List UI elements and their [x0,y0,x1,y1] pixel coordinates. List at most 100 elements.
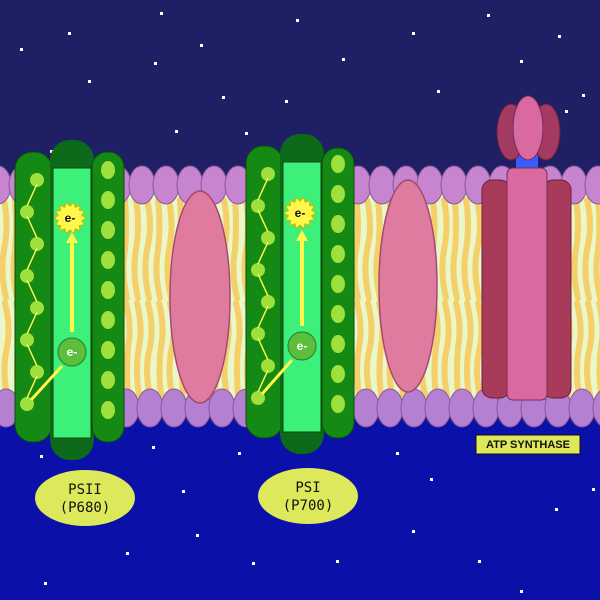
lipid-tail [364,300,375,398]
star [520,590,523,593]
lipid-tail [464,300,474,398]
pigment-dot [251,391,265,405]
psii-electron-arrowhead [66,232,78,243]
psi-right-pigments [331,155,345,413]
star [430,478,433,481]
lipid-tail [362,197,373,301]
lipid-head [448,388,476,428]
star [285,100,288,103]
pigment-dot [261,359,275,373]
lipid-tail [164,197,175,301]
pigment-dot [331,275,345,293]
pigment-dot [331,185,345,203]
pigment-dot [101,371,115,389]
star [20,48,23,51]
transfer-arrow [257,209,269,233]
transfer-arrow-to-reaction-center [260,359,294,395]
psi-energy-transfer-arrows [257,177,294,395]
photosystem-ii: e- e- [14,140,125,460]
star [40,455,43,458]
pigment-dot [331,395,345,413]
star [126,552,129,555]
transfer-arrow [257,273,269,297]
lipid-tail [230,197,240,301]
lipid-head [584,165,600,205]
star [478,560,481,563]
lipid-tail [593,197,600,301]
transfer-arrow [26,183,38,207]
star [487,14,490,17]
transfer-arrow [257,337,269,361]
lipid-tail [472,197,483,301]
lipid-tail [142,197,153,301]
atp-synthase [481,95,572,401]
lipid-head [400,388,428,428]
pigment-dot [101,191,115,209]
pigment-dot [101,281,115,299]
pigment-dot [331,365,345,383]
lipid-head [160,388,188,428]
star [252,562,255,565]
lipid-tail [373,197,383,301]
transfer-arrow [257,305,269,329]
pigment-dot [20,397,34,411]
lipid-tail [134,300,144,398]
star [558,35,561,38]
star [520,60,523,63]
star [238,452,241,455]
psi-left-column [245,145,284,439]
pigment-dot [30,173,44,187]
psi-left-pigments [251,167,275,405]
pigment-dot [331,335,345,353]
star [245,132,248,135]
pigment-dot [261,231,275,245]
lipid-tail [0,197,10,301]
transfer-arrow [257,369,269,393]
transfer-arrow [26,279,38,303]
star [182,490,185,493]
star [582,94,585,97]
star [412,530,415,533]
pigment-dot [20,333,34,347]
pigment-dot [101,221,115,239]
lipid-tail [574,300,584,398]
pigment-dot [101,251,115,269]
transfer-arrow-to-reaction-center [29,364,64,402]
transfer-arrow [26,215,38,239]
psii-electron-label-excited: e- [65,211,76,225]
psii-excited-electron-burst [53,201,87,235]
lipid-tail [474,300,485,398]
lipid-head [592,390,600,426]
star [396,452,399,455]
pigment-dot [331,215,345,233]
lipid-tail [123,300,133,398]
star [68,32,71,35]
pigment-dot [261,167,275,181]
transfer-arrow [257,177,269,201]
psi-electron-label-excited: e- [295,206,306,220]
atp-synthase-label-text: ATP SYNTHASE [486,439,570,451]
lipid-tail [233,300,243,398]
star [336,560,339,563]
star [88,80,91,83]
star [175,130,178,133]
pigment-dot [101,401,115,419]
stars [20,12,595,593]
pigment-dot [261,295,275,309]
lipid-head [568,388,596,428]
psii-label: PSII (P680) [35,470,135,526]
lipid-tail [450,197,460,301]
lipid-tail [582,197,593,301]
psii-excited-electron-ground [57,337,87,367]
lipid-tail [441,300,452,398]
transfer-arrow [26,247,38,271]
pigment-dot [101,161,115,179]
atp-synthase-left-subunit [481,179,511,399]
star [44,582,47,585]
pigment-dot [331,305,345,323]
psii-label-pigment: (P680) [60,500,111,516]
star [196,534,199,537]
star [437,90,440,93]
star [296,19,299,22]
